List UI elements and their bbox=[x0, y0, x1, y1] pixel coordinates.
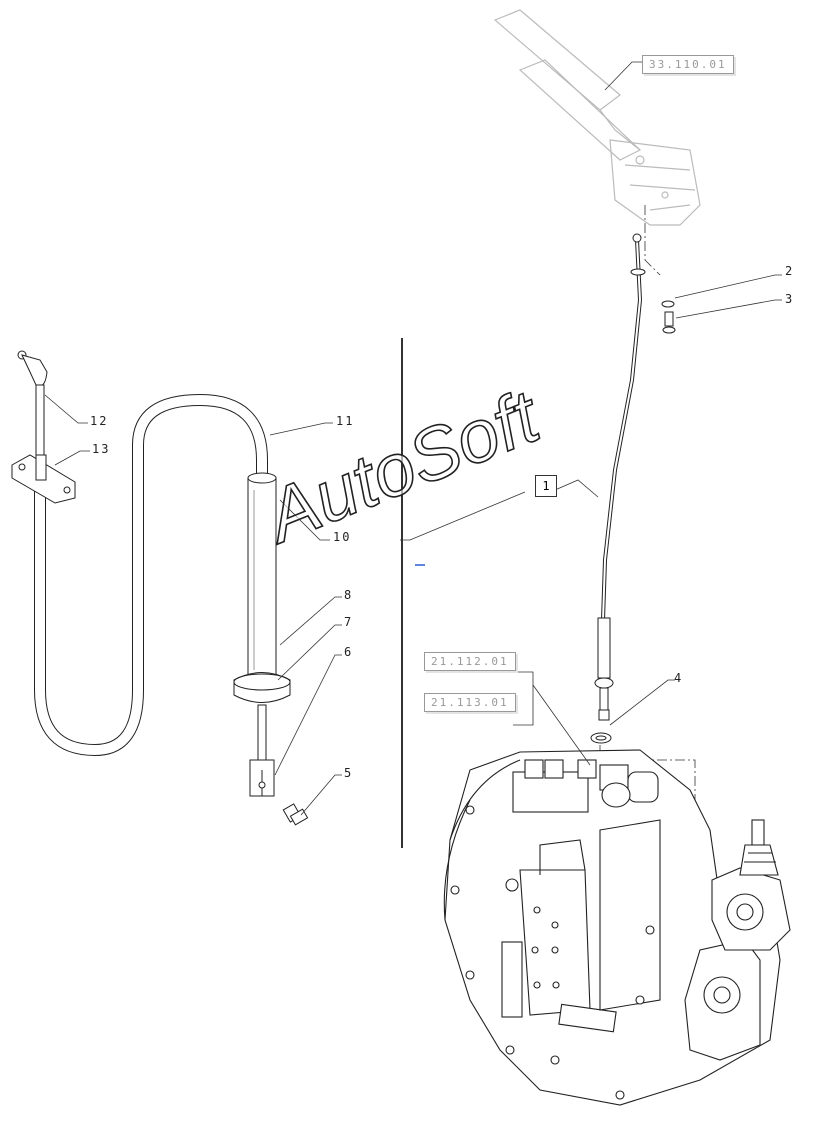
callout-13: 13 bbox=[92, 442, 111, 456]
control-cable-11 bbox=[34, 393, 268, 757]
washer-2 bbox=[661, 300, 675, 308]
shift-cable bbox=[594, 233, 646, 721]
callout-2: 2 bbox=[785, 264, 795, 278]
ball-joint-12 bbox=[17, 350, 48, 461]
callout-10: 10 bbox=[333, 530, 352, 544]
callout-8: 8 bbox=[344, 588, 354, 602]
seal-4 bbox=[590, 732, 612, 744]
pin-5 bbox=[282, 803, 309, 826]
leader-lines bbox=[44, 61, 782, 816]
callout-6: 6 bbox=[344, 645, 354, 659]
bracket-13 bbox=[11, 454, 76, 504]
callout-11: 11 bbox=[336, 414, 355, 428]
bolt-3 bbox=[662, 311, 676, 334]
callout-1: 1 bbox=[535, 475, 557, 497]
ref-box-top: 33.110.01 bbox=[642, 55, 734, 74]
ref-box-left-upper: 21.112.01 bbox=[424, 652, 516, 671]
cable-sleeve-10 bbox=[233, 472, 291, 761]
callout-12: 12 bbox=[90, 414, 109, 428]
hand-lever-faded bbox=[493, 9, 701, 226]
fork-end-6 bbox=[249, 759, 275, 797]
callout-4: 4 bbox=[674, 671, 684, 685]
callout-5: 5 bbox=[344, 766, 354, 780]
callout-7: 7 bbox=[344, 615, 354, 629]
transmission-housing bbox=[443, 749, 791, 1106]
callout-3: 3 bbox=[785, 292, 795, 306]
ref-box-left-lower: 21.113.01 bbox=[424, 693, 516, 712]
